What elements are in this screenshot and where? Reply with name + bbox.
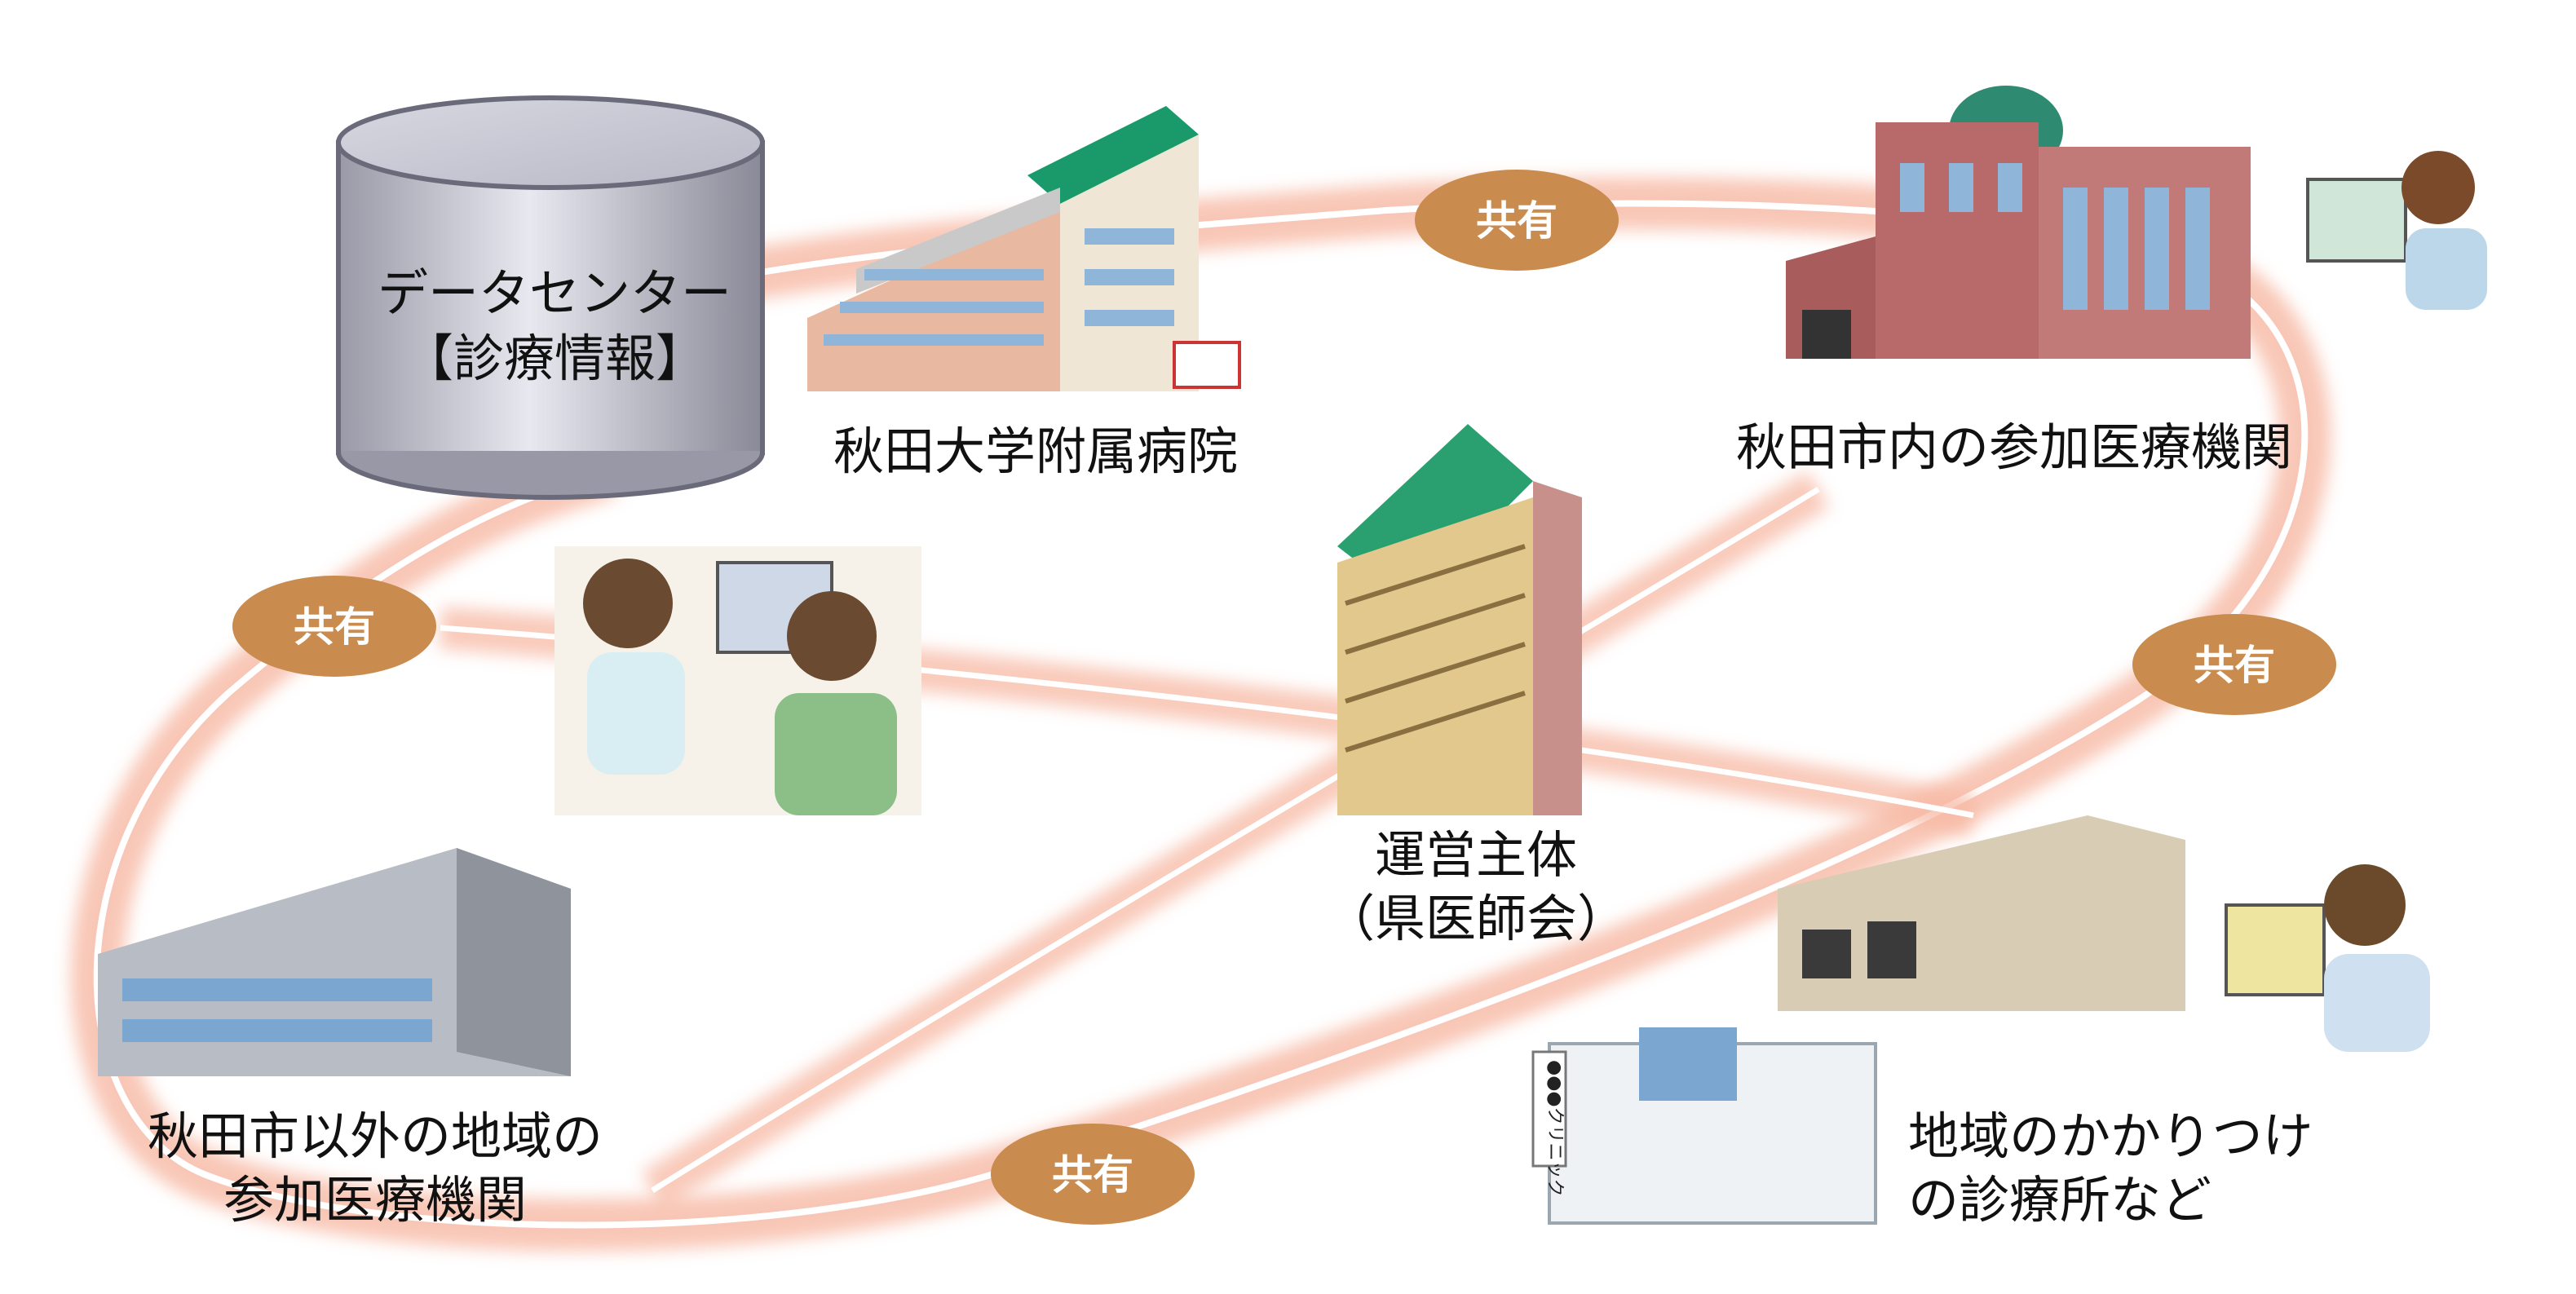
operator-label: 運営主体 （県医師会） xyxy=(1313,824,1639,951)
akita-city-members-label: 秋田市内の参加医療機関 xyxy=(1735,417,2292,477)
staff-workstation-bottom-right xyxy=(2225,864,2430,1052)
data-center-title: データセンター xyxy=(377,263,731,323)
share-badge-top: 共有 xyxy=(1415,170,1619,271)
share-badge-top-label: 共有 xyxy=(1476,197,1558,245)
operator-tower-building xyxy=(1337,424,1582,815)
local-clinics-label-line2: の診療所など xyxy=(1908,1170,2212,1230)
clinic-sign-text: ●●●クリニック xyxy=(1544,1060,1565,1197)
outside-city-label: 秋田市以外の地域の 参加医療機関 xyxy=(122,1105,628,1232)
outside-city-label-line2: 参加医療機関 xyxy=(223,1170,527,1230)
share-badge-right: 共有 xyxy=(2132,614,2336,715)
outside-city-label-line1: 秋田市以外の地域の xyxy=(147,1106,603,1166)
akita-city-member-building xyxy=(1786,86,2251,359)
share-badge-bottom: 共有 xyxy=(991,1124,1195,1225)
share-badge-left-label: 共有 xyxy=(294,603,375,651)
data-center-cylinder xyxy=(336,95,765,500)
local-clinics-label-line1: 地域のかかりつけ xyxy=(1908,1106,2313,1166)
operator-label-line1: 運営主体 xyxy=(1374,825,1577,885)
staff-workstation-left xyxy=(555,546,921,815)
local-clinics-label: 地域のかかりつけ の診療所など xyxy=(1908,1105,2365,1232)
university-hospital-building xyxy=(807,106,1241,391)
operator-label-line2: （県医師会） xyxy=(1323,889,1628,948)
share-badge-left: 共有 xyxy=(232,576,436,677)
staff-workstation-top-right xyxy=(2306,151,2487,310)
data-center-label: データセンター 【診療情報】 xyxy=(342,261,767,391)
data-center-subtitle: 【診療情報】 xyxy=(402,329,706,388)
local-clinic-buildings xyxy=(1531,815,2185,1225)
share-badge-bottom-label: 共有 xyxy=(1052,1151,1133,1199)
regional-member-building xyxy=(98,848,571,1076)
share-badge-right-label: 共有 xyxy=(2194,642,2275,689)
university-hospital-label: 秋田大学附属病院 xyxy=(833,422,1238,481)
